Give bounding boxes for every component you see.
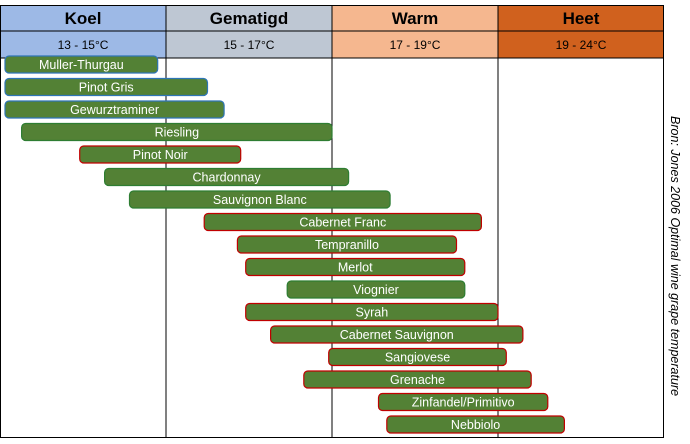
- bar-label-4: Pinot Noir: [133, 148, 188, 162]
- bar-8: [236, 235, 458, 254]
- bar-7: [203, 212, 483, 232]
- zone-range-label-3: 19 - 24°C: [556, 38, 607, 52]
- zone-range-cell-0: [0, 31, 166, 58]
- bar-label-2: Gewurztraminer: [70, 103, 159, 117]
- bar-12: [270, 325, 524, 344]
- bar-15: [377, 392, 549, 412]
- bar-label-11: Syrah: [356, 306, 389, 320]
- bar-label-7: Cabernet Franc: [299, 216, 386, 230]
- zone-header-1: [166, 5, 332, 31]
- bar-10: [286, 280, 466, 299]
- bar-label-14: Grenache: [390, 373, 445, 387]
- zone-range-label-0: 13 - 15°C: [58, 38, 109, 52]
- bar-11: [245, 302, 499, 322]
- bar-label-3: Riesling: [155, 126, 200, 140]
- bar-0: [4, 55, 159, 74]
- bar-label-5: Chardonnay: [193, 171, 262, 185]
- bar-label-10: Viognier: [353, 283, 399, 297]
- zone-range-cell-2: [332, 31, 498, 58]
- zone-header-3: [498, 5, 664, 31]
- bar-label-8: Tempranillo: [315, 238, 379, 252]
- bar-label-6: Sauvignon Blanc: [213, 193, 307, 207]
- bar-13: [328, 347, 507, 367]
- bar-label-15: Zinfandel/Primitivo: [412, 396, 515, 410]
- bar-label-12: Cabernet Sauvignon: [340, 328, 454, 342]
- bar-label-16: Nebbiolo: [451, 418, 500, 432]
- bar-9: [245, 257, 466, 277]
- zone-label-3: Heet: [563, 9, 600, 28]
- bar-5: [103, 167, 350, 187]
- zone-range-cell-1: [166, 31, 332, 58]
- bar-3: [21, 122, 333, 142]
- bar-label-9: Merlot: [338, 261, 373, 275]
- bar-1: [4, 77, 209, 97]
- zone-header-2: [332, 5, 498, 31]
- source-note: Bron: Jones 2006 Optimal wine grape temp…: [668, 116, 682, 396]
- bar-2: [4, 100, 225, 119]
- bar-label-13: Sangiovese: [385, 351, 450, 365]
- bar-6: [128, 190, 391, 209]
- zone-label-0: Koel: [65, 9, 102, 28]
- chart-border: [0, 5, 664, 438]
- bar-label-1: Pinot Gris: [79, 81, 134, 95]
- temperature-zones: Koel 13 - 15°C Gematigd 15 - 17°C Warm 17 - 1…: [0, 5, 664, 438]
- zone-range-cell-3: [498, 31, 664, 58]
- bar-4: [79, 145, 242, 164]
- bar-16: [386, 415, 565, 434]
- zone-range-label-2: 17 - 19°C: [390, 38, 441, 52]
- zone-range-label-1: 15 - 17°C: [224, 38, 275, 52]
- zone-label-2: Warm: [392, 9, 439, 28]
- zone-header-0: [0, 5, 166, 31]
- zone-label-1: Gematigd: [210, 9, 288, 28]
- bar-label-0: Muller-Thurgau: [39, 58, 124, 72]
- bar-14: [303, 370, 532, 389]
